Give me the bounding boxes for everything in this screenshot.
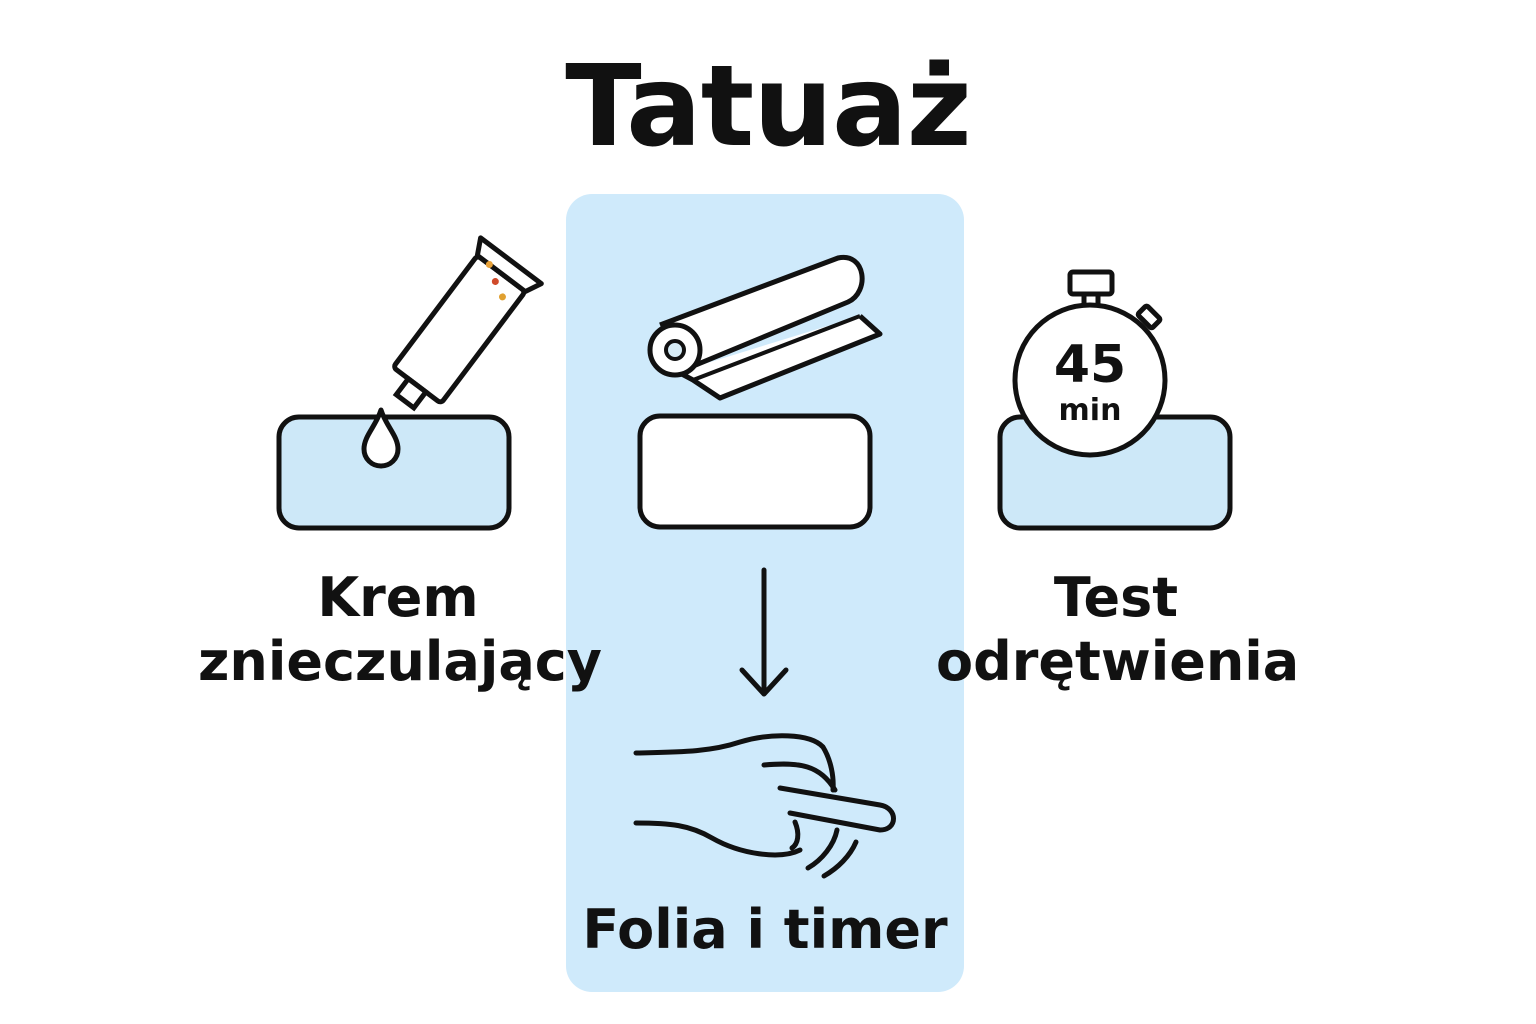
skin-block-icon xyxy=(276,414,512,531)
hand-icon xyxy=(633,733,896,879)
step-label-cream: Krem znieczulający xyxy=(198,566,602,694)
step-label-film-timer: Folia i timer xyxy=(566,898,964,962)
tube-dot xyxy=(491,277,499,285)
cream-tube-icon xyxy=(392,235,544,412)
tube-dot xyxy=(485,260,493,268)
stopwatch-icon: 45 min xyxy=(1012,269,1168,458)
skin-block-icon xyxy=(637,413,873,530)
step-label-line: odrętwienia xyxy=(936,630,1300,693)
step-label-line: Folia i timer xyxy=(582,898,948,961)
step-label-line: znieczulający xyxy=(198,630,602,693)
film-roll-icon xyxy=(647,255,883,401)
step-label-line: Krem xyxy=(317,566,479,629)
timer-value: 45 xyxy=(1054,335,1126,395)
down-arrow-icon xyxy=(739,567,789,697)
step-label-line: Test xyxy=(1053,566,1179,629)
page-title: Tatuaż xyxy=(565,42,972,172)
cream-drop-icon xyxy=(361,407,401,469)
timer-unit: min xyxy=(1059,393,1122,428)
tube-dot xyxy=(498,293,506,301)
step-label-numbness-test: Test odrętwienia xyxy=(936,566,1300,694)
